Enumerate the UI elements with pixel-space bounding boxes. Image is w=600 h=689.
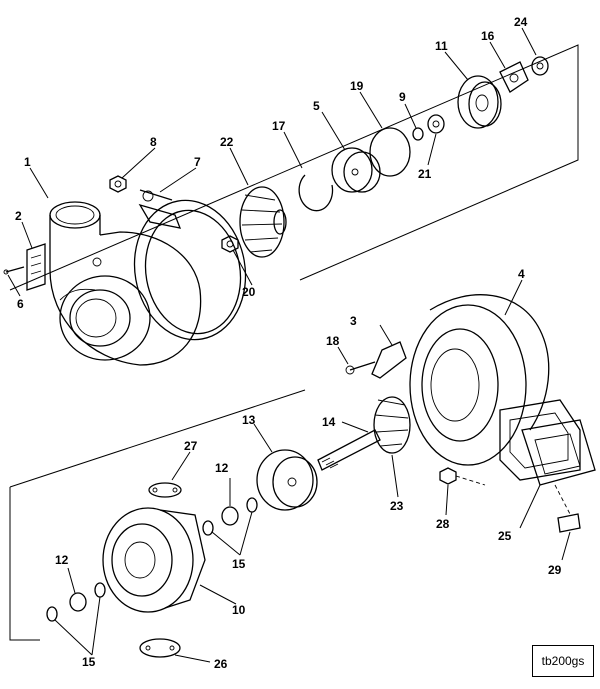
- turbine-shaft: [317, 429, 381, 471]
- clamp-nut: [109, 175, 127, 193]
- bearing-housing: [102, 507, 206, 613]
- callout-3: 3: [350, 314, 357, 328]
- callout-29: 29: [548, 563, 562, 577]
- callout-23: 23: [390, 499, 404, 513]
- thrust-collar: [499, 61, 529, 93]
- callout-10: 10: [232, 603, 246, 617]
- callout-2: 2: [15, 209, 22, 223]
- callout-19: 19: [350, 79, 364, 93]
- callout-24: 24: [514, 15, 528, 29]
- callout-4: 4: [518, 267, 525, 281]
- lower-frame-line: [9, 487, 40, 641]
- turbine-housing: [409, 294, 581, 481]
- housing-nut: [439, 467, 486, 486]
- callout-15a: 15: [232, 557, 246, 571]
- oil-inlet-gasket: [148, 482, 182, 498]
- retaining-ring-lower-b: [46, 606, 58, 622]
- snap-ring: [298, 174, 334, 212]
- callout-12b: 12: [55, 553, 69, 567]
- reference-code: tb200gs: [541, 654, 585, 668]
- callout-27: 27: [184, 439, 198, 453]
- thrust-bearing: [531, 56, 549, 76]
- callout-8: 8: [150, 135, 157, 149]
- callout-28: 28: [436, 517, 450, 531]
- turbine-wheel: [373, 396, 411, 454]
- callout-22: 22: [220, 135, 234, 149]
- callout-26: 26: [214, 657, 228, 671]
- seal-ring: [412, 127, 424, 141]
- callout-14: 14: [322, 415, 336, 429]
- callout-7: 7: [194, 155, 201, 169]
- callout-20: 20: [242, 285, 256, 299]
- mounting-stud: [554, 484, 581, 533]
- callout-11: 11: [435, 39, 448, 53]
- lock-plate: [371, 341, 407, 379]
- oil-drain-gasket: [139, 638, 181, 658]
- retaining-ring-lower-a: [94, 582, 106, 598]
- callout-18: 18: [326, 334, 340, 348]
- journal-bearing-upper: [221, 506, 239, 526]
- callout-21: 21: [418, 167, 432, 181]
- journal-bearing-lower: [69, 592, 87, 612]
- v-band-clamp: [133, 189, 247, 341]
- callout-17: 17: [272, 119, 286, 133]
- callout-9: 9: [399, 90, 406, 104]
- callout-15b: 15: [82, 655, 96, 669]
- lower-frame-top: [9, 389, 306, 488]
- callout-labels: 1 2 3 4 5 6 7 8 9 10 11 12 12 13 14 15 1…: [15, 15, 562, 671]
- callout-1: 1: [24, 155, 31, 169]
- compressor-housing: [49, 201, 202, 366]
- leader-lines: [7, 27, 571, 663]
- plate-screw: [3, 266, 25, 275]
- lock-plate-bolt: [345, 361, 376, 375]
- callout-12a: 12: [215, 461, 229, 475]
- callout-16: 16: [481, 29, 495, 43]
- upper-frame-line: [9, 44, 579, 291]
- thrust-plate: [457, 75, 502, 129]
- exhaust-gasket: [521, 419, 596, 486]
- compressor-insert: [331, 147, 381, 193]
- callout-5: 5: [313, 99, 320, 113]
- seal-plate: [256, 449, 318, 511]
- reference-code-box: tb200gs: [532, 645, 594, 677]
- oil-flinger: [427, 114, 445, 134]
- compressor-wheel: [239, 186, 287, 258]
- callout-6: 6: [17, 297, 24, 311]
- callout-25: 25: [498, 529, 512, 543]
- data-plate: [26, 243, 46, 291]
- retaining-ring-upper-a: [246, 497, 258, 513]
- callout-13: 13: [242, 413, 256, 427]
- o-ring: [369, 127, 411, 177]
- retaining-ring-upper-b: [202, 520, 214, 536]
- wheel-nut: [221, 235, 239, 253]
